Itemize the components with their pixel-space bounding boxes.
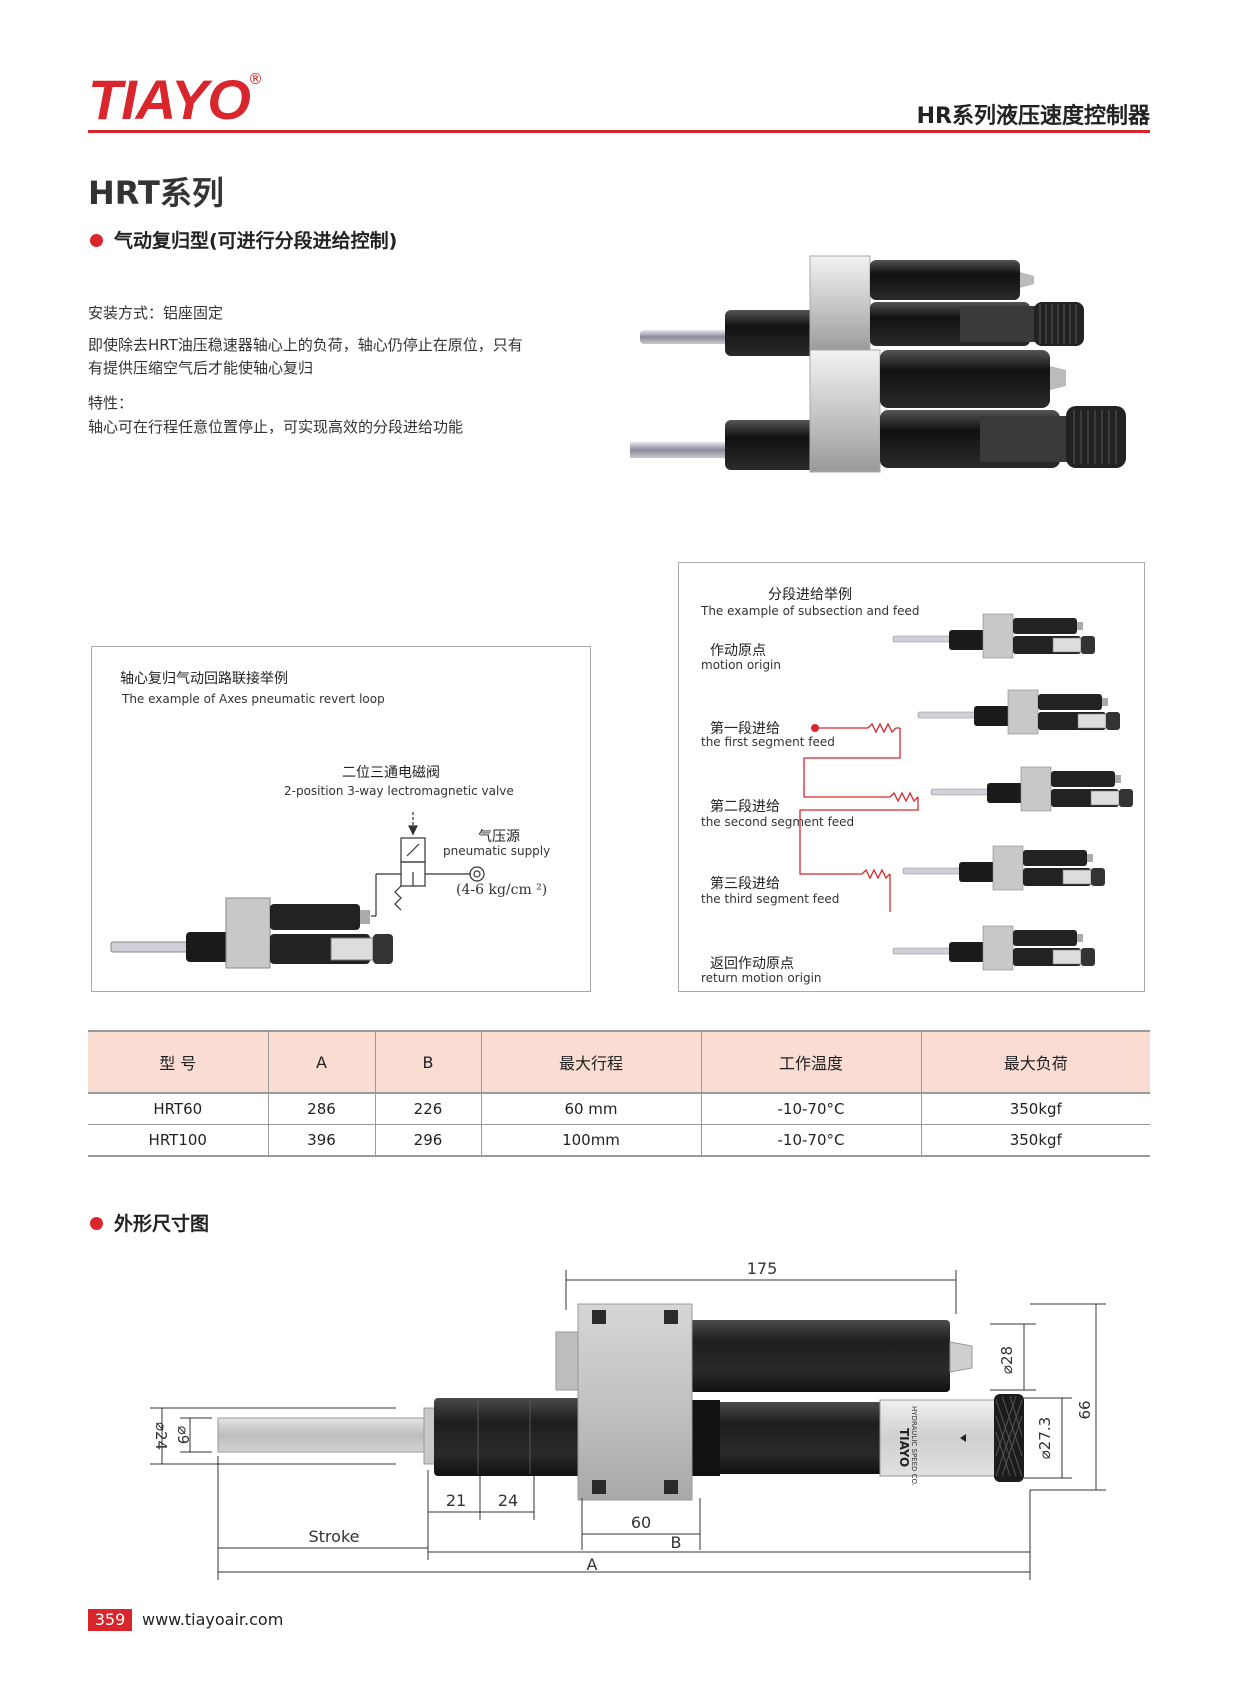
features-text: 轴心可在行程任意位置停止，可实现高效的分段进给功能: [88, 418, 464, 436]
dim-dia-9: ⌀9: [174, 1426, 192, 1445]
dim-dia-27-3: ⌀27.3: [1036, 1417, 1054, 1459]
dim-66: 66: [1076, 1400, 1094, 1419]
col-header-b: B: [375, 1030, 482, 1094]
loop-title-en: The example of Axes pneumatic revert loo…: [122, 692, 385, 706]
dim-60: 60: [631, 1513, 651, 1532]
cell-temperature: -10-70°C: [701, 1093, 922, 1125]
page-title: HRT系列: [88, 174, 224, 212]
step-1-en: motion origin: [701, 658, 781, 672]
section-subtitle: 气动复归型(可进行分段进给控制): [114, 230, 398, 252]
supply-label-cn: 气压源: [478, 829, 520, 845]
cell-temperature: -10-70°C: [701, 1124, 922, 1157]
step-2-cn: 第一段进给: [710, 721, 780, 737]
upper-cylinder-body: [690, 1320, 950, 1392]
step-4-cn: 第三段进给: [710, 876, 780, 892]
feed-path-lines: [799, 722, 919, 912]
brand-sub-on-drawing: HYDRAULIC SPEED CO.: [910, 1406, 918, 1486]
header-divider: [88, 130, 1150, 133]
dim-b: B: [671, 1533, 682, 1552]
loop-title-cn: 轴心复归气动回路联接举例: [120, 671, 288, 687]
dimension-drawing: TIAYO HYDRAULIC SPEED CO.: [150, 1259, 1106, 1580]
col-header-temperature: 工作温度: [701, 1030, 922, 1094]
air-source-icon: [469, 866, 485, 882]
col-header-max-stroke: 最大行程: [481, 1030, 702, 1094]
cell-b: 226: [375, 1093, 482, 1125]
col-header-model: 型 号: [88, 1030, 269, 1094]
dim-24: 24: [498, 1491, 518, 1510]
description-line-2: 有提供压缩空气后才能使轴心复归: [88, 359, 314, 377]
dim-175: 175: [747, 1259, 778, 1278]
cell-stroke: 60 mm: [481, 1093, 702, 1125]
piston-rod: [217, 1417, 429, 1453]
cell-model: HRT100: [88, 1124, 269, 1157]
feed-unit-1: [892, 613, 1096, 659]
page-number: 359: [88, 1609, 132, 1631]
valve-label-en: 2-position 3-way lectromagnetic valve: [284, 784, 514, 798]
cylinder-icon: [110, 897, 393, 969]
bullet-icon: [90, 1217, 103, 1230]
step-3-cn: 第二段进给: [710, 799, 780, 815]
cell-load: 350kgf: [921, 1124, 1150, 1157]
cell-a: 286: [268, 1093, 376, 1125]
feed-diagram-drawing: [799, 613, 1134, 971]
lower-cylinder-body: [434, 1398, 880, 1476]
feed-start-dot: [811, 724, 819, 732]
brand-mark-on-drawing: TIAYO: [897, 1428, 911, 1467]
dim-21: 21: [446, 1491, 466, 1510]
dim-dia-28: ⌀28: [998, 1346, 1016, 1374]
registered-mark: ®: [248, 70, 263, 88]
dim-stroke: Stroke: [309, 1527, 360, 1546]
aluminum-mounting-block: [555, 1303, 693, 1501]
feed-title-cn: 分段进给举例: [768, 587, 852, 603]
dim-dia-24: ⌀24: [152, 1422, 170, 1450]
product-unit-1: [640, 255, 1084, 356]
step-3-en: the second segment feed: [701, 815, 855, 829]
col-header-max-load: 最大负荷: [921, 1030, 1150, 1094]
solenoid-valve-icon: [394, 812, 426, 911]
description-line-1: 即使除去HRT油压稳速器轴心上的负荷，轴心仍停止在原位，只有: [88, 336, 523, 354]
step-1-cn: 作动原点: [710, 643, 766, 659]
table-row: HRT100 396 296 100mm -10-70°C 350kgf: [88, 1124, 1150, 1157]
step-2-en: the first segment feed: [701, 735, 835, 749]
step-4-en: the third segment feed: [701, 892, 840, 906]
step-5-en: return motion origin: [701, 971, 822, 985]
feed-unit-3: [930, 766, 1134, 812]
product-photo: [630, 255, 1126, 473]
cell-model: HRT60: [88, 1093, 269, 1125]
valve-label-cn: 二位三通电磁阀: [342, 765, 440, 781]
product-unit-2: [630, 349, 1126, 473]
supply-label-en: pneumatic supply: [443, 844, 551, 858]
feed-unit-5: [892, 925, 1096, 971]
cell-b: 296: [375, 1124, 482, 1157]
dim-a: A: [587, 1555, 598, 1574]
series-title: HR系列液压速度控制器: [916, 104, 1150, 129]
col-header-a: A: [268, 1030, 376, 1094]
cell-a: 396: [268, 1124, 376, 1157]
loop-diagram-drawing: [110, 812, 485, 969]
knurled-adjust-knob: [994, 1394, 1024, 1482]
table-header-row: 型 号 A B 最大行程 工作温度 最大负荷: [88, 1030, 1150, 1094]
pressure-range: (4-6 kg/cm ²): [456, 882, 548, 898]
features-label: 特性：: [88, 394, 134, 412]
cell-load: 350kgf: [921, 1093, 1150, 1125]
spec-table: 型 号 A B 最大行程 工作温度 最大负荷 HRT60 286 226 60 …: [88, 1030, 1150, 1157]
cell-stroke: 100mm: [481, 1124, 702, 1157]
feed-title-en: The example of subsection and feed: [701, 604, 920, 618]
step-5-cn: 返回作动原点: [710, 956, 794, 972]
table-row: HRT60 286 226 60 mm -10-70°C 350kgf: [88, 1093, 1150, 1125]
feed-unit-2: [917, 689, 1121, 735]
dimension-section-title: 外形尺寸图: [114, 1213, 210, 1235]
bullet-icon: [90, 234, 103, 247]
brand-logo: TIAYO: [88, 68, 251, 131]
feed-unit-4: [902, 845, 1106, 891]
dimension-lines: [150, 1270, 1106, 1580]
adjustment-scale: [879, 1399, 997, 1477]
website-link[interactable]: www.tiayoair.com: [142, 1610, 284, 1629]
nozzle-tip: [949, 1341, 973, 1373]
mount-method: 安装方式：铝座固定: [88, 304, 224, 322]
